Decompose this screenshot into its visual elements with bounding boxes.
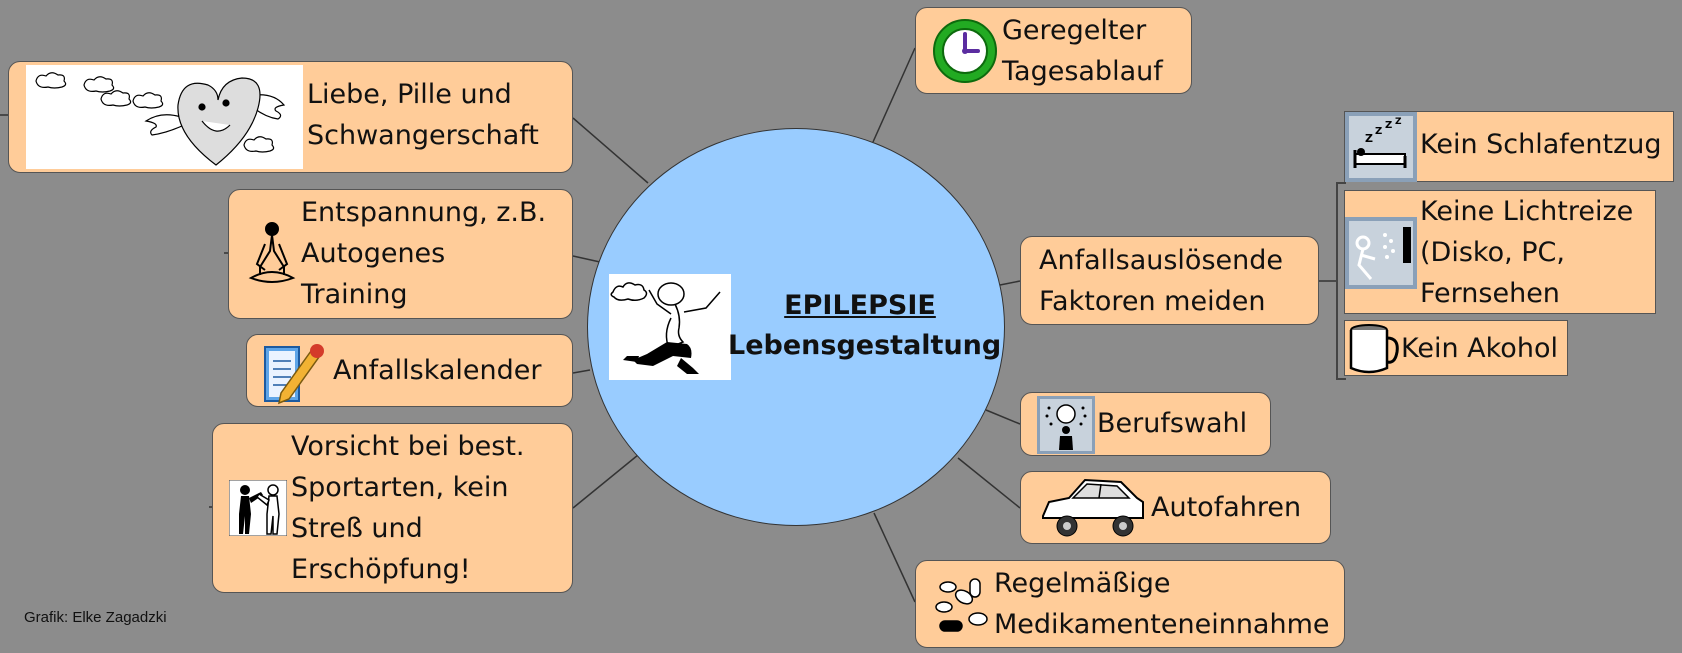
subtopic-no-sleep-deprivation[interactable]: Z Z Z Z Kein Schlafentzug	[1344, 111, 1674, 182]
topic-label: Autofahren	[1151, 492, 1302, 523]
topic-caution-sports[interactable]: Vorsicht bei best. Sportarten, kein Stre…	[212, 423, 573, 593]
dancing-man-illustration	[609, 274, 731, 380]
topic-label: Liebe, Pille und Schwangerschaft	[307, 79, 539, 151]
topic-label: Berufswahl	[1097, 408, 1248, 439]
topic-label: Geregelter Tagesablauf	[1002, 15, 1163, 87]
svg-text:Z: Z	[1385, 120, 1392, 131]
meditating-person-icon	[248, 222, 296, 283]
central-topic-subtitle: Lebensgestaltung	[728, 330, 1002, 361]
notepad-pencil-icon	[264, 344, 324, 405]
pills-icon	[935, 578, 988, 632]
car-icon	[1042, 478, 1144, 537]
subtopic-label: Kein Akohol	[1401, 333, 1558, 364]
light-flash-icon	[1345, 217, 1417, 289]
topic-seizure-calendar[interactable]: Anfallskalender	[246, 334, 573, 407]
topic-regular-medication[interactable]: Regelmäßige Medikamenteneinnahme	[915, 560, 1345, 648]
topic-avoid-seizure-triggers[interactable]: Anfallsauslösende Faktoren meiden	[1020, 236, 1319, 325]
clock-icon	[933, 19, 997, 83]
sport-figures-icon	[229, 480, 287, 536]
svg-text:Z: Z	[1365, 132, 1373, 145]
mug-icon	[1349, 324, 1399, 374]
central-topic-title: EPILEPSIE	[784, 290, 936, 321]
subtopic-no-alcohol[interactable]: Kein Akohol	[1344, 320, 1568, 376]
topic-label: Anfallskalender	[333, 355, 542, 386]
subtopic-no-light-stimuli[interactable]: Keine Lichtreize (Disko, PC, Fernsehen	[1344, 190, 1656, 314]
topic-career-choice[interactable]: Berufswahl	[1020, 392, 1271, 456]
topic-label: Regelmäßige Medikamenteneinnahme	[994, 568, 1330, 640]
svg-text:Z: Z	[1395, 117, 1402, 127]
sub-topic-bracket	[1336, 182, 1346, 380]
heart-with-wings-icon	[26, 65, 303, 169]
topic-driving[interactable]: Autofahren	[1020, 471, 1331, 544]
topic-label: Anfallsauslösende Faktoren meiden	[1039, 245, 1283, 317]
topic-love-pill-pregnancy[interactable]: Liebe, Pille und Schwangerschaft	[8, 61, 573, 173]
topic-label: Entspannung, z.B. Autogenes Training	[301, 197, 547, 310]
image-credit: Grafik: Elke Zagadzki	[24, 609, 167, 626]
subtopic-label: Kein Schlafentzug	[1420, 129, 1662, 160]
topic-relaxation[interactable]: Entspannung, z.B. Autogenes Training	[228, 189, 573, 319]
svg-text:Z: Z	[1375, 126, 1382, 137]
sleeping-bed-icon: Z Z Z Z	[1345, 112, 1417, 182]
topic-label: Vorsicht bei best. Sportarten, kein Stre…	[291, 431, 525, 585]
topic-regular-daily-routine[interactable]: Geregelter Tagesablauf	[915, 7, 1192, 94]
idea-person-icon	[1037, 396, 1095, 454]
subtopic-label: Keine Lichtreize (Disko, PC, Fernsehen	[1420, 196, 1634, 309]
